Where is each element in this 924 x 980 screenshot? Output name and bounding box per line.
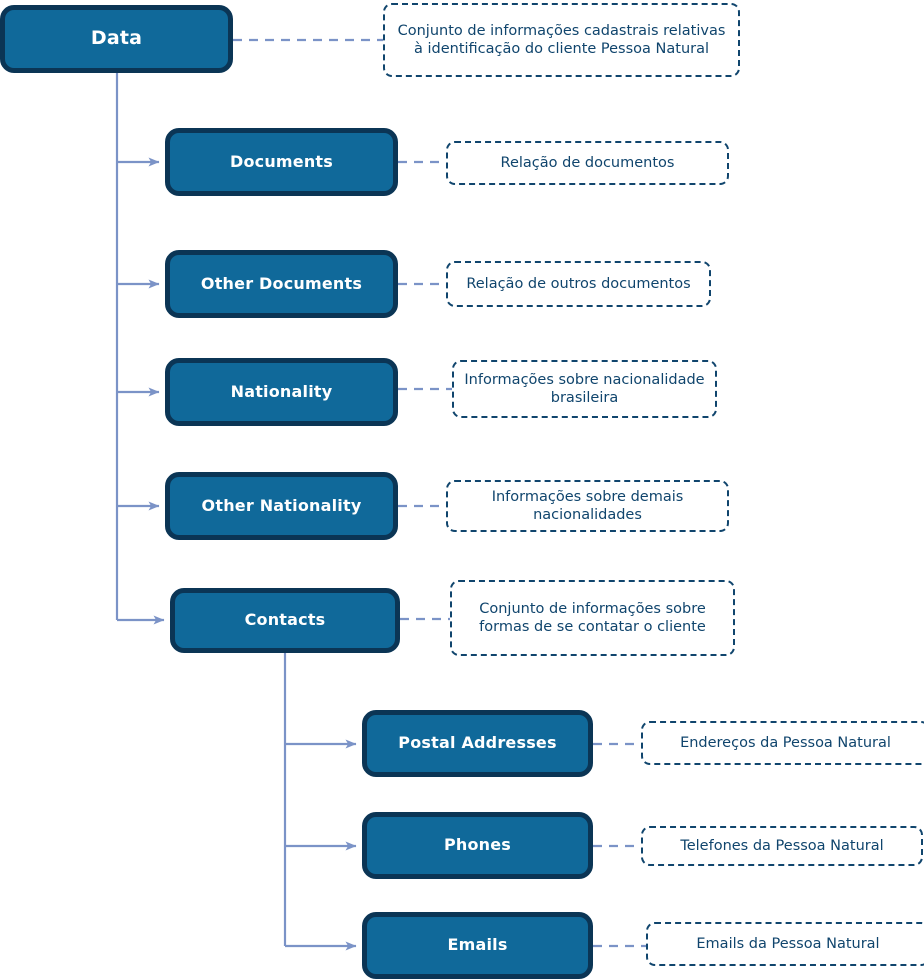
node-phones-label: Phones: [443, 835, 512, 855]
note-other-documents-text: Relação de outros documentos: [466, 275, 691, 292]
node-other-nationality[interactable]: Other Nationality: [165, 472, 398, 540]
node-other-documents-label: Other Documents: [200, 273, 363, 293]
node-nationality[interactable]: Nationality: [165, 358, 398, 426]
note-phones: Telefones da Pessoa Natural: [641, 826, 923, 866]
note-emails-text: Emails da Pessoa Natural: [696, 935, 880, 952]
note-contacts: Conjunto de informações sobre formas de …: [450, 580, 735, 656]
node-phones[interactable]: Phones: [362, 812, 593, 879]
node-nationality-label: Nationality: [230, 381, 333, 401]
note-data-text: Conjunto de informações cadastrais relat…: [397, 22, 726, 57]
node-contacts-label: Contacts: [244, 610, 326, 630]
node-postal-addresses[interactable]: Postal Addresses: [362, 710, 593, 777]
note-postal-addresses-text: Endereços da Pessoa Natural: [680, 734, 891, 751]
note-nationality-text: Informações sobre nacionalidade brasilei…: [464, 371, 705, 406]
note-phones-text: Telefones da Pessoa Natural: [680, 837, 884, 854]
node-other-documents[interactable]: Other Documents: [165, 250, 398, 318]
node-contacts[interactable]: Contacts: [170, 588, 400, 653]
node-postal-addresses-label: Postal Addresses: [398, 733, 557, 753]
note-data: Conjunto de informações cadastrais relat…: [383, 3, 740, 77]
note-other-documents: Relação de outros documentos: [446, 261, 711, 307]
node-other-nationality-label: Other Nationality: [201, 495, 362, 515]
node-data-label: Data: [90, 27, 143, 50]
note-contacts-text: Conjunto de informações sobre formas de …: [479, 600, 706, 635]
note-nationality: Informações sobre nacionalidade brasilei…: [452, 360, 717, 418]
note-documents-text: Relação de documentos: [500, 154, 675, 171]
note-other-nationality-text: Informações sobre demais nacionalidades: [491, 488, 684, 523]
node-documents[interactable]: Documents: [165, 128, 398, 196]
node-emails-label: Emails: [447, 935, 508, 955]
note-documents: Relação de documentos: [446, 141, 729, 185]
note-postal-addresses: Endereços da Pessoa Natural: [641, 721, 924, 765]
node-documents-label: Documents: [229, 151, 334, 171]
note-other-nationality: Informações sobre demais nacionalidades: [446, 480, 729, 532]
node-data[interactable]: Data: [0, 5, 233, 73]
node-emails[interactable]: Emails: [362, 912, 593, 979]
note-emails: Emails da Pessoa Natural: [646, 922, 924, 966]
